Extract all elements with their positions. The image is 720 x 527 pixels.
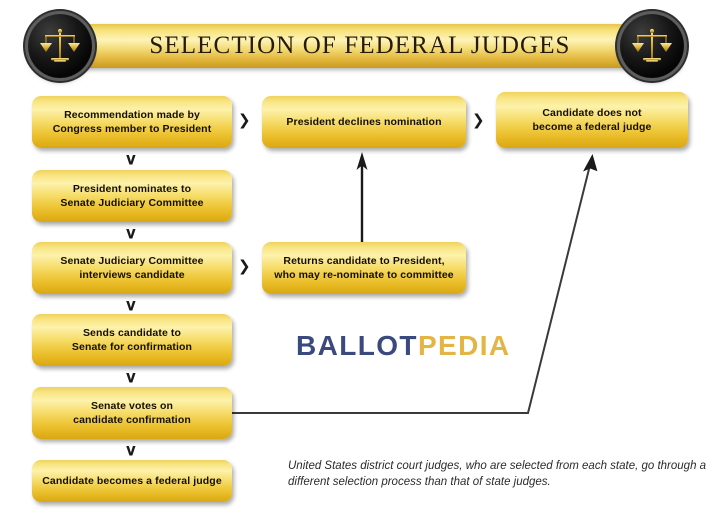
logo-part-pedia: PEDIA [417, 330, 511, 361]
footnote-text: United States district court judges, who… [288, 460, 707, 488]
connector-chevron-down: v [126, 439, 136, 461]
node-label: Candidate becomes a federal judge [42, 475, 222, 487]
node-recommendation[interactable]: Recommendation made by Congress member t… [32, 96, 232, 148]
node-label: Returns candidate to President, who may … [274, 255, 454, 281]
node-president-nominates[interactable]: President nominates to Senate Judiciary … [32, 170, 232, 222]
node-label: Senate Judiciary Committee interviews ca… [60, 255, 204, 281]
header-banner [40, 24, 680, 68]
node-senate-votes[interactable]: Senate votes on candidate confirmation [32, 387, 232, 439]
node-label: Senate votes on candidate confirmation [73, 400, 191, 426]
node-label: President declines nomination [286, 116, 442, 128]
node-label: President nominates to Senate Judiciary … [60, 183, 204, 209]
node-not-a-judge[interactable]: Candidate does not become a federal judg… [496, 92, 688, 148]
scales-of-justice-icon [28, 14, 92, 78]
node-returns-candidate[interactable]: Returns candidate to President, who may … [262, 242, 466, 294]
node-label: Candidate does not become a federal judg… [532, 107, 652, 133]
connector-chevron-right: ❯ [238, 257, 251, 275]
ballotpedia-logo: BALLOTPEDIA [296, 330, 511, 362]
node-label: Recommendation made by Congress member t… [52, 109, 212, 135]
logo-part-ballot: BALLOT [296, 330, 418, 361]
node-sends-candidate[interactable]: Sends candidate to Senate for confirmati… [32, 314, 232, 366]
connector-chevron-right: ❯ [238, 111, 251, 129]
node-becomes-judge[interactable]: Candidate becomes a federal judge [32, 460, 232, 502]
node-committee-interviews[interactable]: Senate Judiciary Committee interviews ca… [32, 242, 232, 294]
node-declines-nomination[interactable]: President declines nomination [262, 96, 466, 148]
connector-chevron-right: ❯ [472, 111, 485, 129]
page-title: Selection of Federal Judges [149, 32, 571, 59]
node-label: Sends candidate to Senate for confirmati… [71, 327, 193, 353]
scales-of-justice-icon [620, 14, 684, 78]
connector-chevron-down: v [126, 148, 136, 170]
connector-chevron-down: v [126, 294, 136, 316]
connector-chevron-down: v [126, 366, 136, 388]
connector-chevron-down: v [126, 222, 136, 244]
